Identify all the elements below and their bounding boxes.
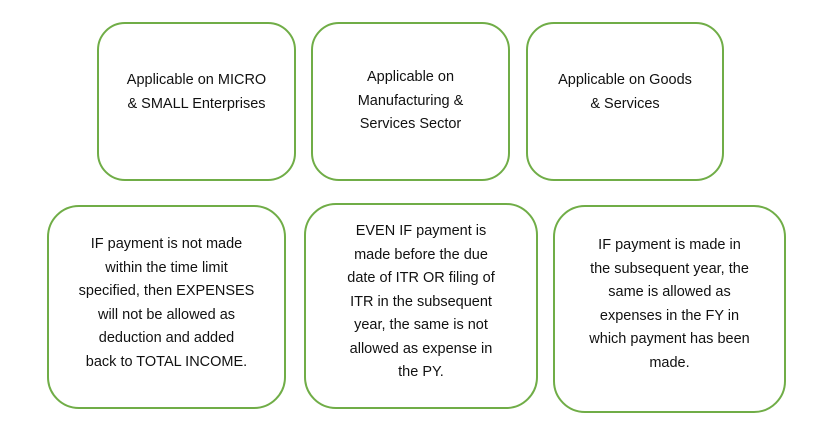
- box-payment-not-made: IF payment is not made within the time l…: [47, 205, 286, 409]
- box-text-line: ITR in the subsequent: [350, 293, 492, 310]
- box-text-line: which payment has been: [589, 331, 750, 347]
- box-text-line: will not be allowed as: [97, 306, 236, 323]
- box-applicable-sectors: Applicable on Manufacturing & Services S…: [311, 22, 510, 181]
- box-text-line: back to TOTAL INCOME.: [85, 353, 248, 370]
- box-applicable-goods-services: Applicable on Goods & Services: [526, 22, 724, 181]
- box-text-line: Services Sector: [359, 116, 462, 133]
- box-text-line: same is allowed as: [608, 284, 731, 300]
- box-text-line: the PY.: [398, 364, 444, 380]
- box-text-line: & SMALL Enterprises: [127, 95, 266, 112]
- box-text-line: allowed as expense in: [349, 340, 493, 357]
- box-even-if-payment: EVEN IF payment is made before the due d…: [304, 203, 538, 409]
- box-text-line: made before the due: [354, 246, 488, 263]
- box-text-line: the subsequent year, the: [590, 260, 749, 277]
- box-text-line: date of ITR OR filing of: [347, 270, 495, 286]
- box-text-line: IF payment is made in: [598, 237, 741, 253]
- box-text-line: made.: [649, 354, 690, 371]
- box-text-line: Manufacturing &: [357, 92, 464, 109]
- box-text-line: & Services: [590, 95, 660, 112]
- box-text-line: specified, then EXPENSES: [78, 283, 255, 299]
- box-text-line: IF payment is not made: [90, 236, 243, 252]
- box-text-line: Applicable on Goods: [558, 72, 692, 88]
- box-subsequent-year-payment: IF payment is made in the subsequent yea…: [553, 205, 786, 413]
- box-text-line: year, the same is not: [354, 317, 488, 333]
- box-text-line: within the time limit: [105, 259, 228, 276]
- box-applicable-micro-small: Applicable on MICRO & SMALL Enterprises: [97, 22, 296, 181]
- box-text-line: Applicable on MICRO: [126, 72, 267, 88]
- box-text-line: Applicable on: [366, 69, 455, 86]
- box-text-line: EVEN IF payment is: [355, 223, 487, 239]
- box-text-line: expenses in the FY in: [599, 307, 740, 324]
- box-text-line: deduction and added: [98, 330, 235, 346]
